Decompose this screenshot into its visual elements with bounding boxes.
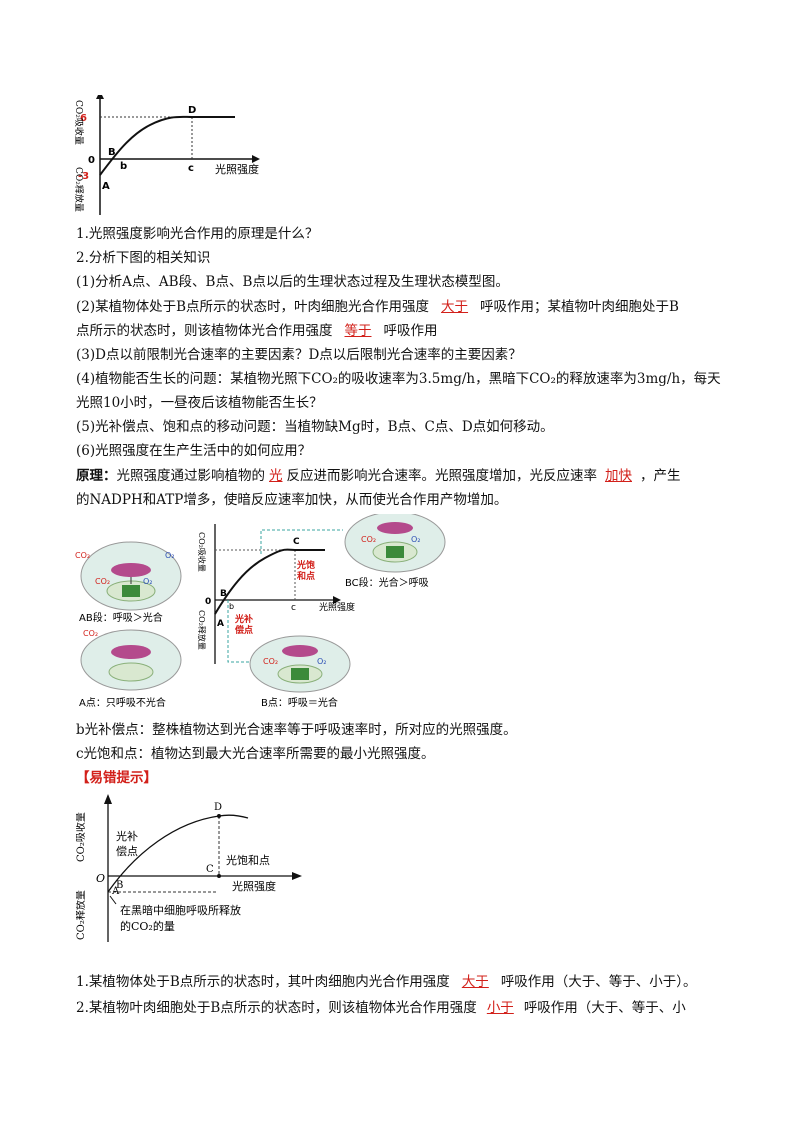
y-axis-bottom-label: CO₂释放量 <box>73 167 85 212</box>
caption-BC: BC段：光合＞呼吸 <box>345 576 429 589</box>
tick-6: 6 <box>80 113 87 124</box>
question-2-6: (6)光照强度在生产生活中的如何应用？ <box>76 443 312 459</box>
graph-2-composite: CO₂ O₂ CO₂ O₂ AB段：呼吸＞光合 CO₂ A点：只呼吸不光合 C … <box>75 514 446 709</box>
point-D: D <box>214 802 222 813</box>
co2-label: CO₂ <box>83 629 98 638</box>
co2-label: CO₂ <box>361 535 376 544</box>
point-B: B <box>108 147 116 158</box>
cell-BC: CO₂ O₂ BC段：光合＞呼吸 <box>344 514 446 589</box>
point-b: b <box>120 161 127 172</box>
point-C: C <box>293 537 300 547</box>
point-B: B <box>116 880 123 891</box>
text: 呼吸作用；某植物叶肉细胞处于B <box>480 299 679 315</box>
text: (2)某植物体处于B点所示的状态时，叶肉细胞光合作用强度 <box>76 299 430 315</box>
compensation-label: 光补 <box>116 829 138 843</box>
text: 点所示的状态时，则该植物体光合作用强度 <box>76 323 333 339</box>
co2-label: CO₂ <box>263 657 278 666</box>
point-A: A <box>102 181 110 192</box>
compensation-label: 偿点 <box>234 624 253 636</box>
question-2: 2.分析下图的相关知识 <box>76 250 211 266</box>
o2-label: O₂ <box>411 535 421 544</box>
o2-label: O₂ <box>165 551 175 560</box>
question-2-1: (1)分析A点、AB段、B点、B点以后的生理状态过程及生理状态模型图。 <box>76 274 509 290</box>
dark-respiration-note: 的CO₂的量 <box>120 919 175 933</box>
tick-0: 0 <box>88 155 95 166</box>
final-question-2: 2.某植物叶肉细胞处于B点所示的状态时，则该植物体光合作用强度小于呼吸作用（大于… <box>76 998 686 1018</box>
question-2-3: (3)D点以前限制光合速率的主要因素？D点以后限制光合速率的主要因素？ <box>76 347 522 363</box>
principle-line1: 原理：光照强度通过影响植物的光反应进而影响光合速率。光照强度增加，光反应速率加快… <box>76 466 681 486</box>
text: 光照强度通过影响植物的 <box>116 468 266 484</box>
answer-blank-1: 大于 <box>441 299 469 315</box>
question-1: 1.光照强度影响光合作用的原理是什么？ <box>76 226 319 242</box>
graph-3: O A B C D 光补 偿点 光饱和点 光照强度 在黑暗中细胞呼吸所释放 的C… <box>76 794 302 942</box>
o2-label: O₂ <box>143 577 153 586</box>
answer-blank-light: 光 <box>269 468 283 484</box>
point-C: C <box>206 864 214 875</box>
cell-B: CO₂ O₂ B点：呼吸＝光合 <box>249 635 351 709</box>
text: 呼吸作用（大于、等于、小 <box>523 1000 686 1016</box>
tips-title: 【易错提示】 <box>76 770 157 786</box>
answer-blank-greater: 大于 <box>461 974 489 990</box>
final-question-1: 1.某植物体处于B点所示的状态时，其叶肉细胞内光合作用强度大于呼吸作用（大于、等… <box>76 972 697 992</box>
point-c: c <box>188 163 194 174</box>
principle-label: 原理： <box>76 468 117 484</box>
cell-A: CO₂ A点：只呼吸不光合 <box>79 629 182 709</box>
question-2-2-line1: (2)某植物体处于B点所示的状态时，叶肉细胞光合作用强度大于呼吸作用；某植物叶肉… <box>76 297 679 317</box>
tick-minus-3: -3 <box>78 171 89 182</box>
graph-1: 6 0 -3 A B b c D 光照强度 CO₂吸收量 CO₂释放量 <box>73 95 260 215</box>
text: ，产生 <box>640 468 681 484</box>
definition-saturation: c光饱和点：植物达到最大光合速率所需要的最小光照强度。 <box>76 746 435 762</box>
text: 反应进而影响光合速率。光照强度增加，光反应速率 <box>286 468 598 484</box>
question-2-4-line2: 光照10小时，一昼夜后该植物能否生长？ <box>76 395 323 411</box>
x-axis-label: 光照强度 <box>319 601 355 613</box>
point-c: c <box>291 603 296 613</box>
y-axis-top-label: CO₂吸收量 <box>76 812 87 862</box>
answer-blank-faster: 加快 <box>605 468 632 484</box>
text: 2.某植物叶肉细胞处于B点所示的状态时，则该植物体光合作用强度 <box>76 1000 477 1016</box>
cell-AB: CO₂ O₂ CO₂ O₂ AB段：呼吸＞光合 <box>75 541 182 624</box>
y-axis-bottom-label: CO₂释放量 <box>76 890 87 940</box>
caption-B: B点：呼吸＝光合 <box>261 696 338 709</box>
saturation-label: 光饱和点 <box>226 853 270 867</box>
compensation-label: 光补 <box>234 613 253 625</box>
principle-line2: 的NADPH和ATP增多，使暗反应速率加快，从而使光合作用产物增加。 <box>76 492 508 508</box>
point-D: D <box>188 105 196 116</box>
caption-A: A点：只呼吸不光合 <box>79 696 166 709</box>
text: 呼吸作用 <box>383 323 438 339</box>
x-axis-label: 光照强度 <box>215 162 259 176</box>
text: 呼吸作用（大于、等于、小于）。 <box>500 974 697 990</box>
saturation-label: 光饱 <box>296 559 315 571</box>
text: 1.某植物体处于B点所示的状态时，其叶肉细胞内光合作用强度 <box>76 974 450 990</box>
x-axis-label: 光照强度 <box>232 879 276 893</box>
question-2-4-line1: (4)植物能否生长的问题：某植物光照下CO₂的吸收速率为3.5mg/h，黑暗下C… <box>76 371 721 387</box>
co2-label: CO₂ <box>95 577 110 586</box>
point-A: A <box>217 619 224 629</box>
dark-respiration-note: 在黑暗中细胞呼吸所释放 <box>120 903 241 917</box>
question-2-5: (5)光补偿点、饱和点的移动问题：当植物缺Mg时，B点、C点、D点如何移动。 <box>76 419 554 435</box>
y-axis-bottom-label: CO₂释放量 <box>197 610 207 650</box>
o2-label: O₂ <box>317 657 327 666</box>
curve-1 <box>99 115 235 176</box>
answer-blank-less: 小于 <box>486 1000 514 1016</box>
point-0: 0 <box>205 597 211 607</box>
point-b: b <box>229 602 234 611</box>
point-O: O <box>96 872 105 885</box>
compensation-label: 偿点 <box>116 844 138 858</box>
saturation-label: 和点 <box>296 570 315 582</box>
point-B: B <box>220 589 227 599</box>
caption-AB: AB段：呼吸＞光合 <box>79 611 163 624</box>
y-axis-top-label: CO₂吸收量 <box>197 532 207 572</box>
answer-blank-2: 等于 <box>344 323 372 339</box>
point-A: A <box>111 886 120 897</box>
definition-compensation: b光补偿点：整株植物达到光合速率等于呼吸速率时，所对应的光照强度。 <box>76 722 517 738</box>
co2-label: CO₂ <box>75 551 90 560</box>
y-axis-top-label: CO₂吸收量 <box>73 100 85 145</box>
question-2-2-line2: 点所示的状态时，则该植物体光合作用强度等于呼吸作用 <box>76 321 438 341</box>
